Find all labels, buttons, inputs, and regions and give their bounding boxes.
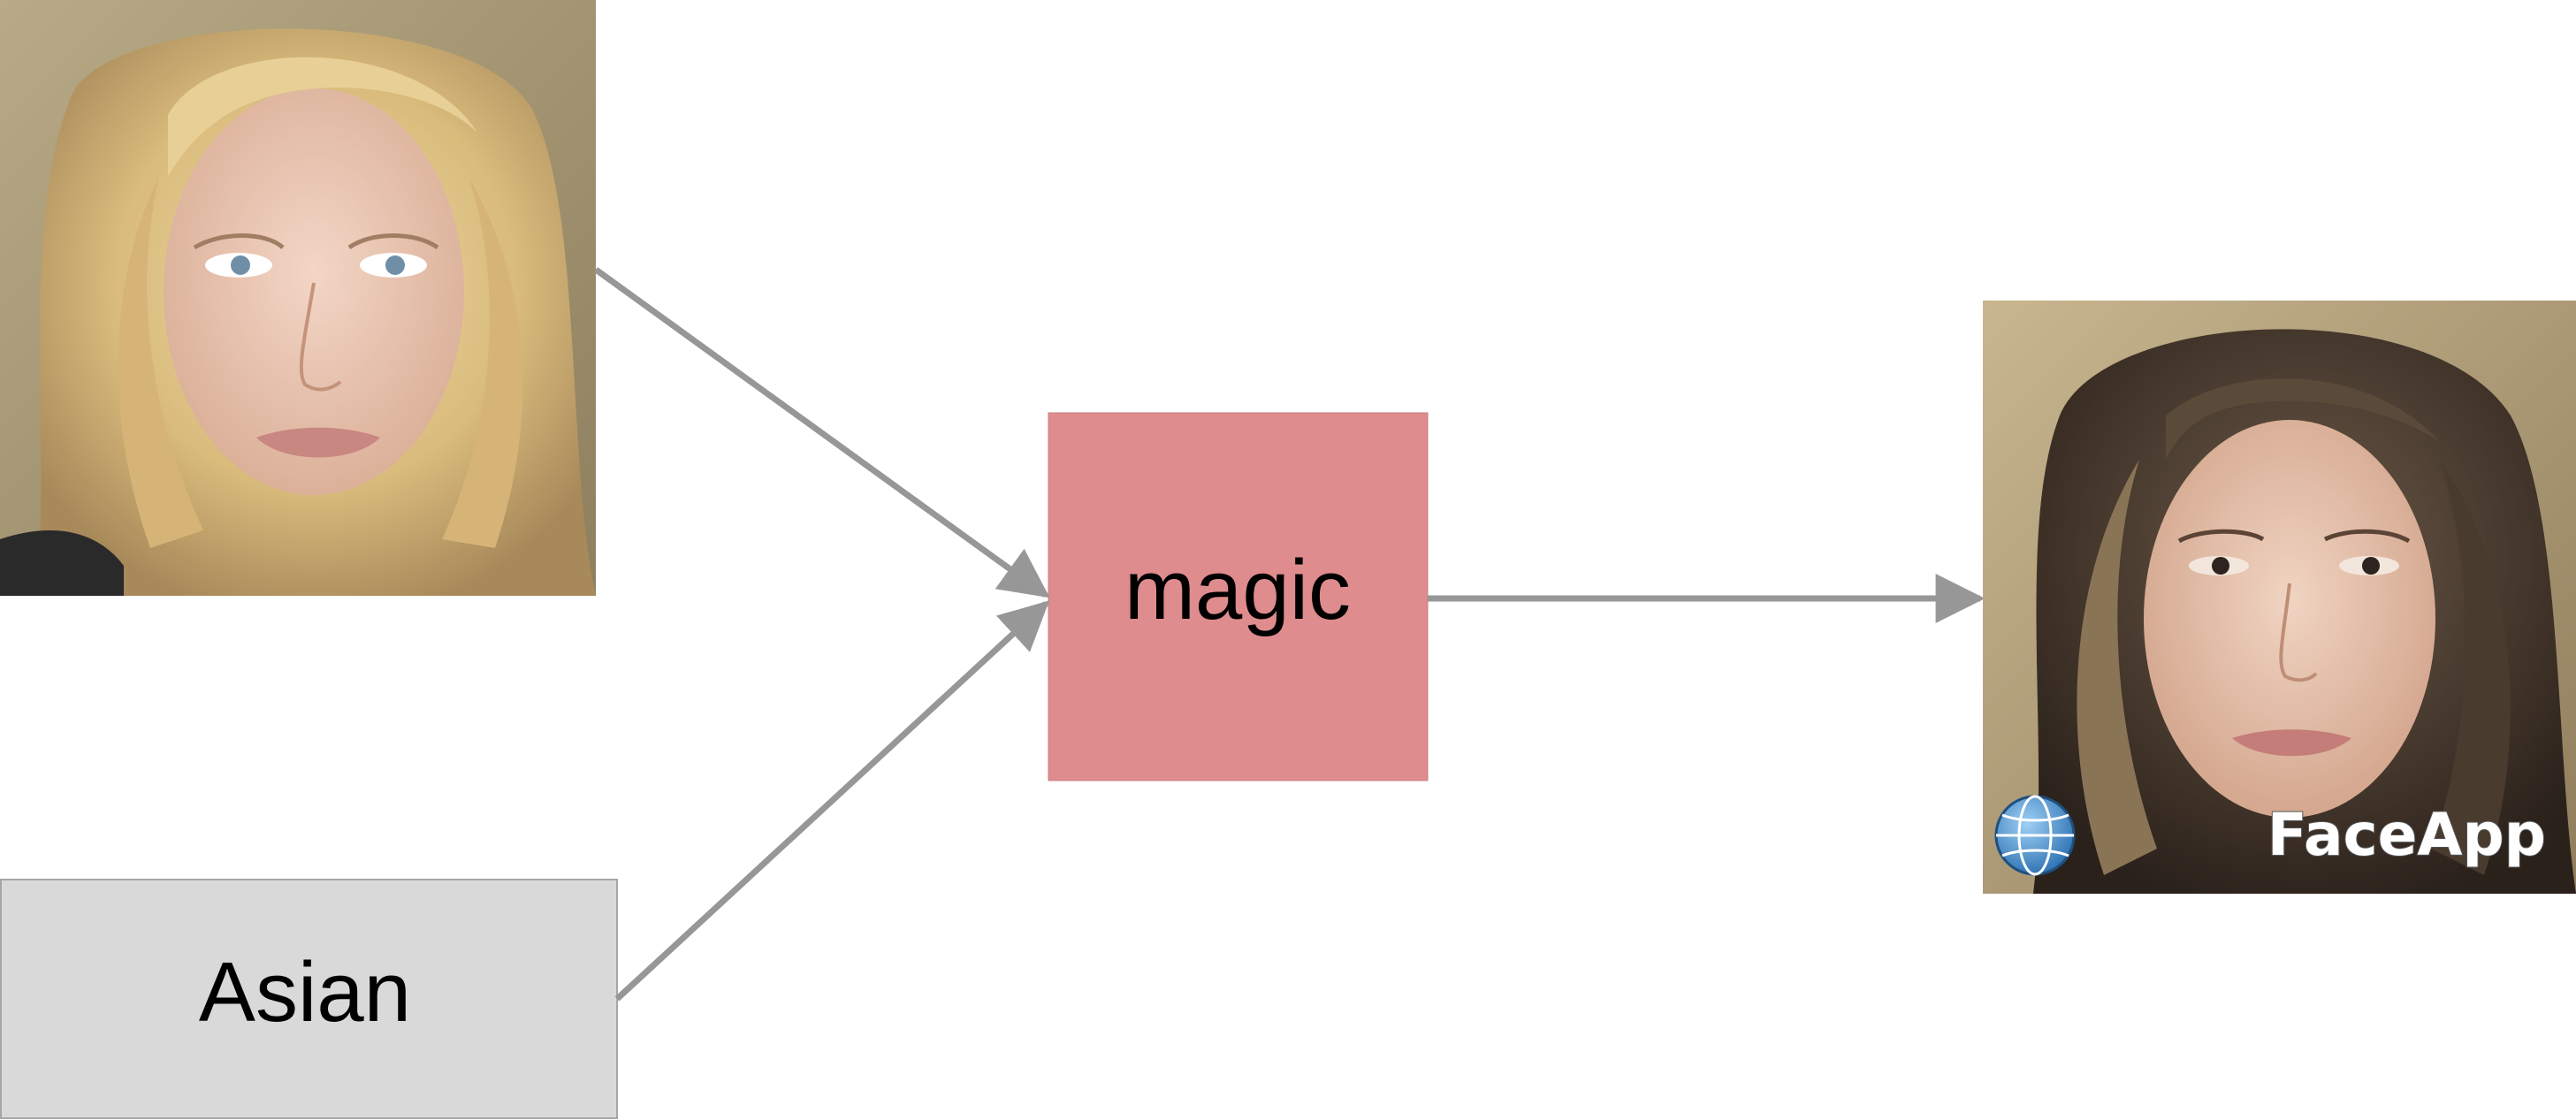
output-face-photo: FaceApp [1983,301,2576,894]
attribute-label: Asian [199,945,411,1040]
magic-label: magic [1124,543,1351,637]
attribute-box: Asian [0,879,618,1119]
magic-box: magic [1048,412,1429,781]
input-face-photo [0,0,596,596]
arrow-photo-to-magic [593,267,1050,598]
faceapp-watermark: FaceApp [2267,801,2546,869]
arrow-attribute-to-magic [614,600,1050,1002]
globe-icon [1994,795,2076,876]
